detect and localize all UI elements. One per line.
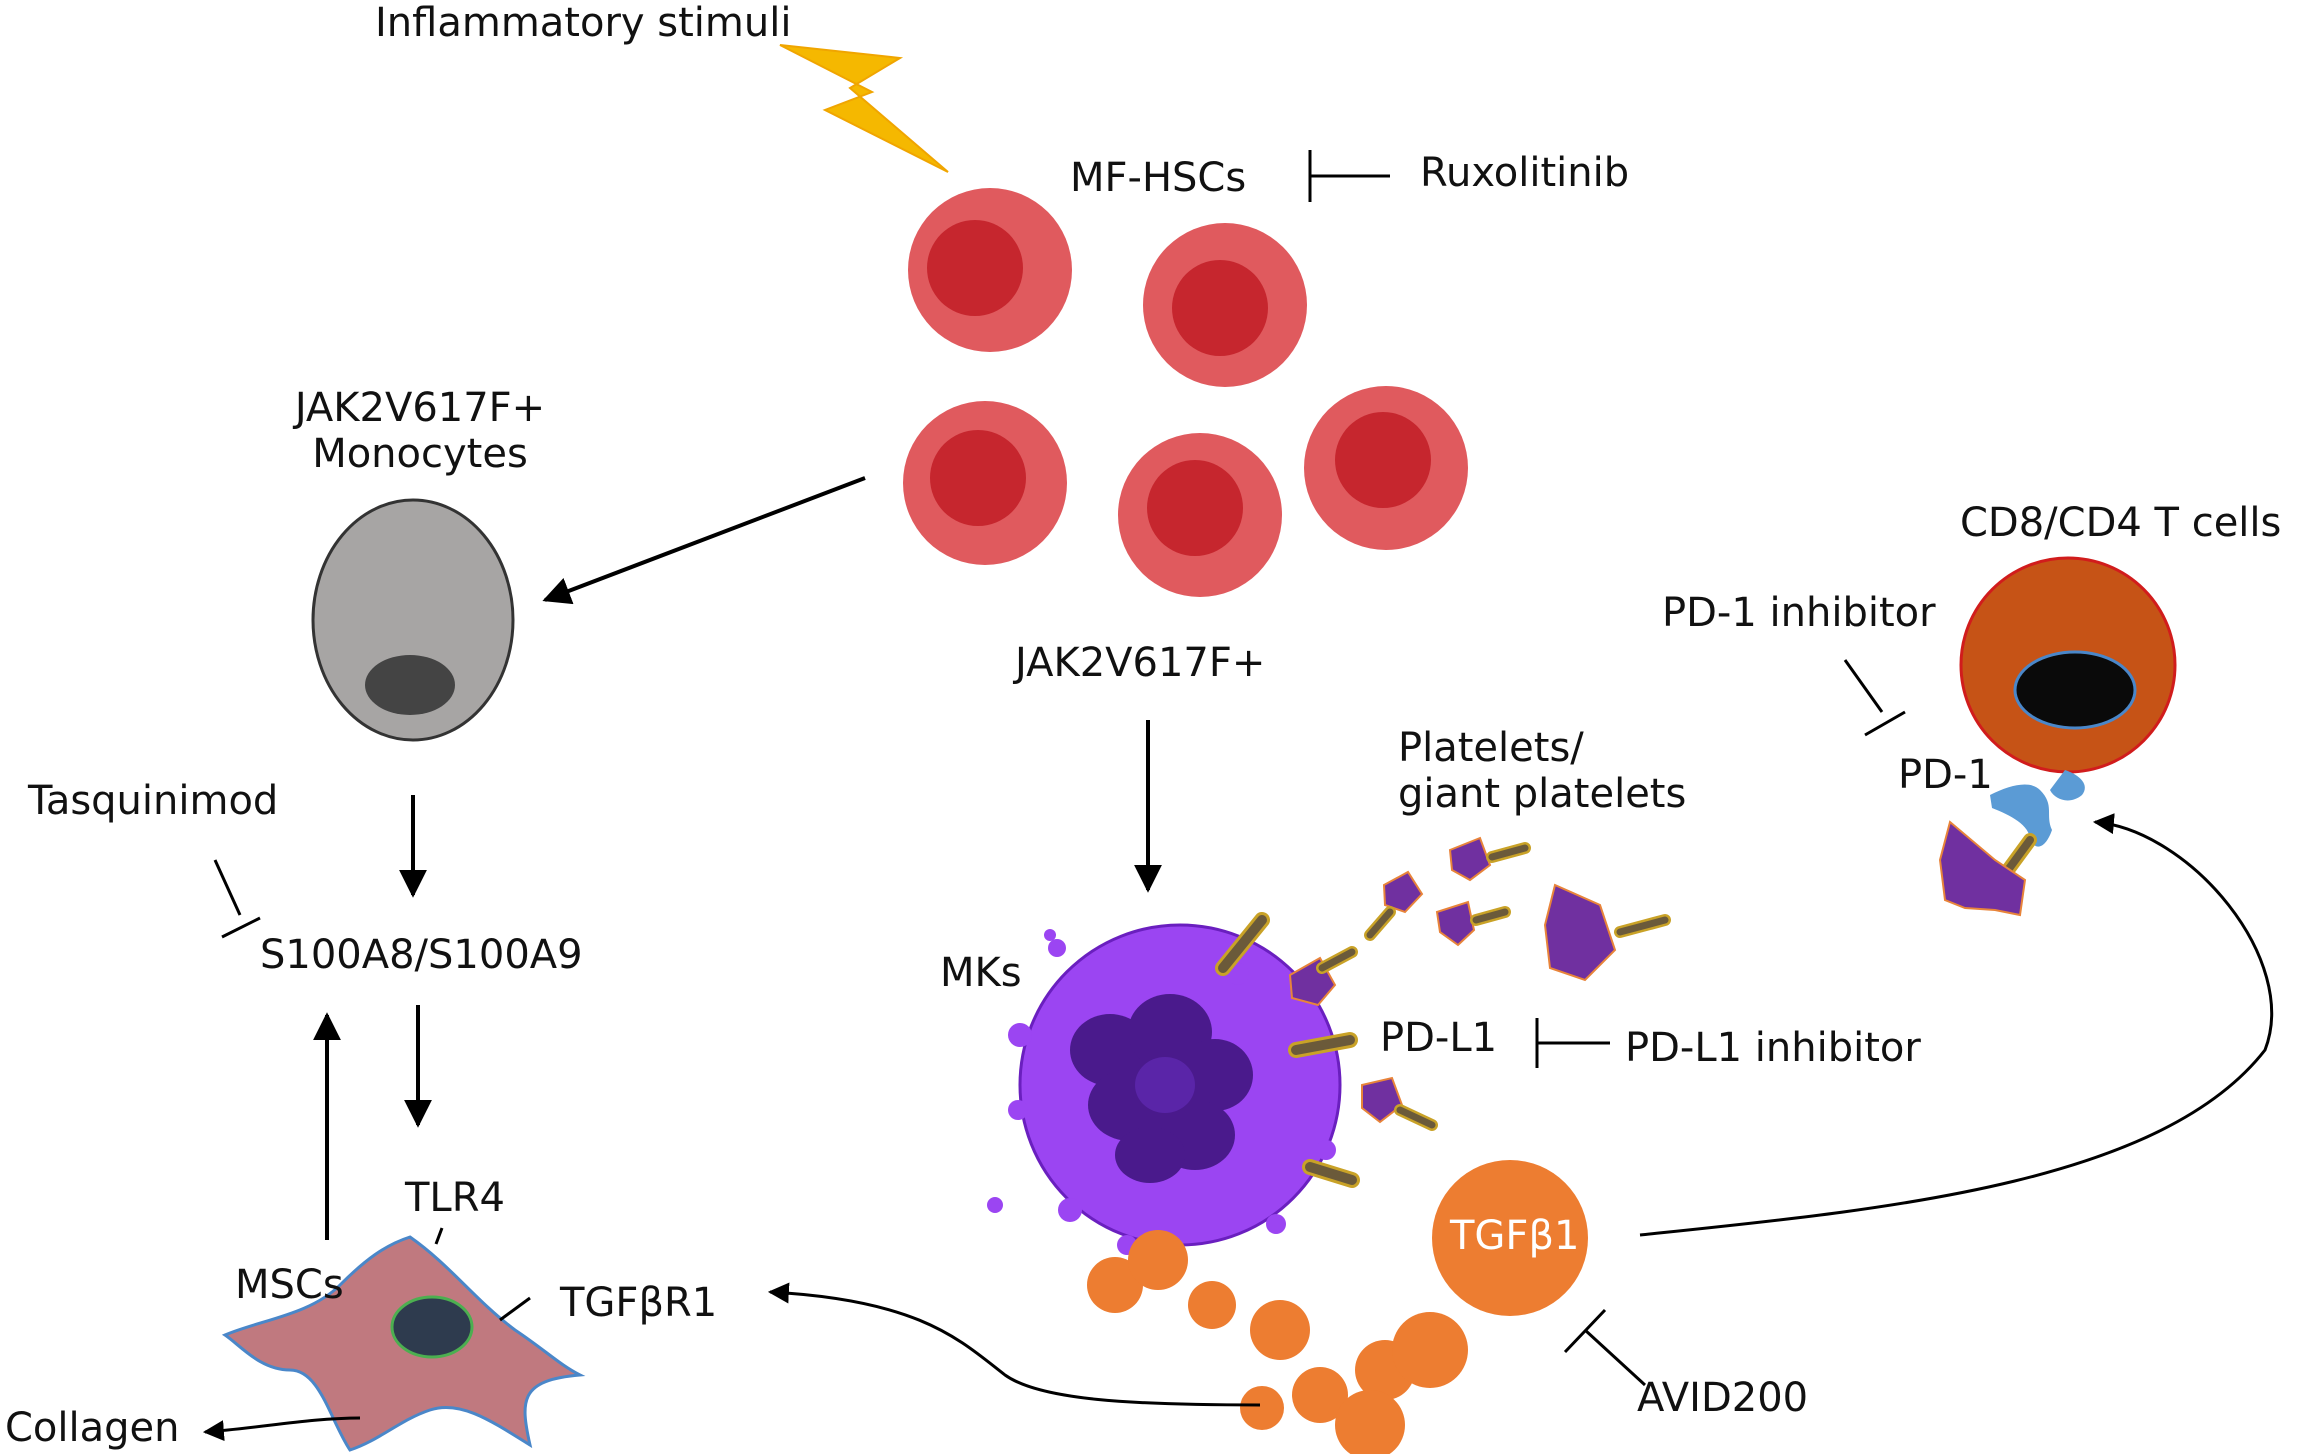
arrow-hsc-to-monocytes [542, 476, 866, 605]
hsc-cell [1118, 433, 1282, 597]
arrow-tgfb1-to-t-cell [1639, 813, 2274, 1237]
ruxolitinib-inhibition-line [1308, 150, 1390, 202]
msc-cell [221, 1235, 586, 1452]
label-tlr4: TLR4 [405, 1175, 505, 1221]
mk-nucleus [1070, 994, 1253, 1183]
pd-l1-rods [1215, 912, 1360, 1188]
label-pd-1-inhibitor: PD-1 inhibitor [1662, 590, 1936, 636]
label-inflammatory-stimuli: Inflammatory stimuli [375, 0, 792, 46]
t-cell [1959, 556, 2177, 774]
hsc-cell [1143, 223, 1307, 387]
label-platelets-line1: Platelets/ [1398, 725, 1584, 771]
hsc-cell [908, 188, 1072, 352]
tgfbr1-pointer [499, 1296, 531, 1322]
pd-1-inhibition-line [1843, 659, 1906, 737]
label-cd8-cd4: CD8/CD4 T cells [1960, 500, 2282, 546]
tlr4-pointer [434, 1227, 444, 1245]
label-jak2-monocytes-line1: JAK2V617F+ [294, 385, 546, 431]
pd-1-bound-platelet [1938, 820, 2027, 917]
label-jak2-center: JAK2V617F+ [1015, 640, 1266, 686]
lightning-icon [779, 44, 949, 173]
label-tasquinimod: Tasquinimod [28, 778, 279, 824]
tgfb-particles [1087, 1230, 1468, 1454]
hsc-cell [1304, 386, 1468, 550]
pd-1-receptor [1990, 770, 2085, 877]
label-mks: MKs [940, 950, 1022, 996]
tasquinimod-inhibition-line [213, 859, 261, 939]
mf-hsc-cluster [903, 188, 1468, 597]
label-s100a8-s100a9: S100A8/S100A9 [260, 932, 583, 978]
label-tgfbr1: TGFβR1 [560, 1280, 718, 1326]
arrow-msc-to-collagen [202, 1416, 361, 1442]
label-avid200: AVID200 [1637, 1375, 1809, 1421]
label-ruxolitinib: Ruxolitinib [1420, 150, 1630, 196]
pd-l1-inhibition-line [1535, 1018, 1610, 1068]
label-jak2-monocytes-line2: Monocytes [312, 431, 528, 477]
label-collagen: Collagen [5, 1405, 180, 1451]
label-platelets: Platelets/ giant platelets [1398, 725, 1686, 817]
label-pd-1: PD-1 [1898, 752, 1993, 798]
arrow-tgfb-to-msc [767, 1282, 1261, 1407]
platelet-cluster [1288, 836, 1671, 1131]
monocyte-cell [311, 498, 515, 742]
megakaryocyte-cell [987, 923, 1342, 1255]
label-pd-l1-inhibitor: PD-L1 inhibitor [1625, 1025, 1921, 1071]
label-mf-hscs: MF-HSCs [1070, 155, 1247, 201]
label-pd-l1: PD-L1 [1380, 1015, 1498, 1061]
label-tgfb1: TGFβ1 [1450, 1213, 1580, 1259]
label-jak2-monocytes: JAK2V617F+ Monocytes [280, 385, 560, 477]
hsc-cell [903, 401, 1067, 565]
tgfb1-bubble [1432, 1160, 1588, 1316]
label-mscs: MSCs [235, 1262, 344, 1308]
avid200-inhibition-line [1563, 1308, 1647, 1387]
label-platelets-line2: giant platelets [1398, 771, 1687, 817]
